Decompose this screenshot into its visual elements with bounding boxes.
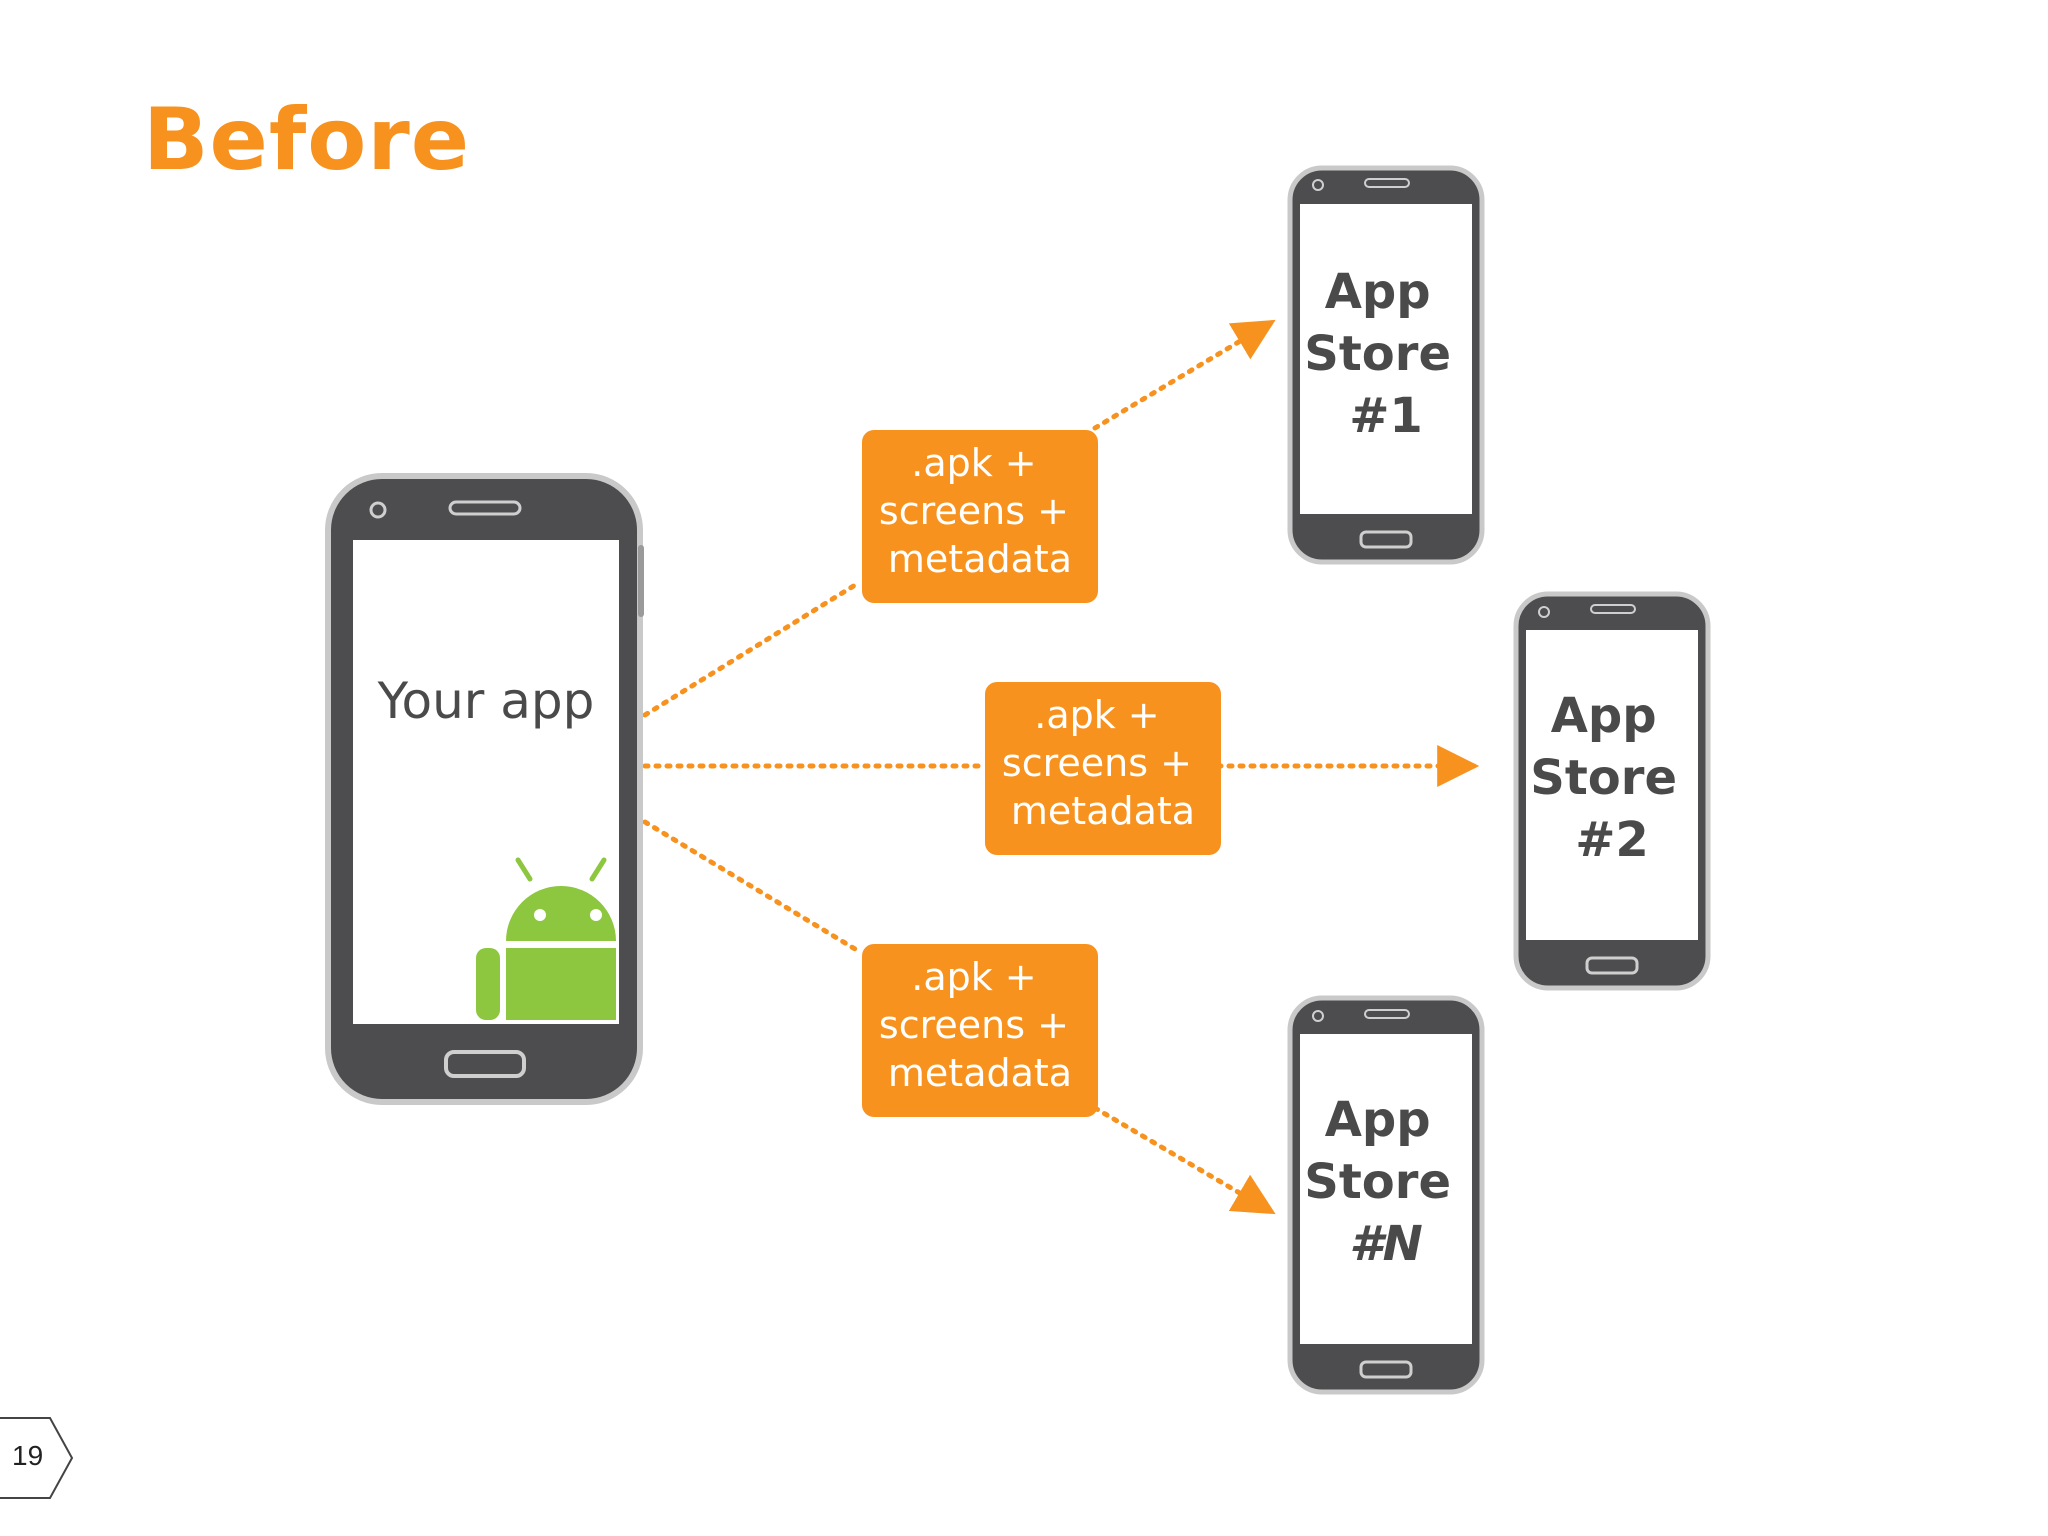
page-number: 19 bbox=[12, 1440, 44, 1471]
store-phone-screen bbox=[1526, 630, 1698, 940]
camera-icon bbox=[1538, 606, 1550, 618]
source-phone: Your app bbox=[325, 473, 644, 1105]
camera-icon bbox=[369, 501, 387, 519]
source-phone-screen bbox=[353, 540, 619, 1024]
store-label-line: #2 bbox=[1575, 812, 1649, 868]
speaker-slot bbox=[1590, 604, 1636, 614]
payload-label-line: .apk + bbox=[1034, 693, 1159, 737]
android-robot-icon bbox=[476, 857, 616, 1020]
payload-label-3: .apk + screens + metadata bbox=[862, 944, 1098, 1117]
svg-text:.apk + screens +: .apk + screens + metadata bbox=[879, 955, 1081, 1095]
svg-text:App Store #2: App Store #2 bbox=[1530, 688, 1693, 868]
connector-to-label-3 bbox=[642, 819, 863, 955]
slide-title: Before bbox=[143, 90, 471, 190]
store-phone-screen bbox=[1300, 204, 1472, 514]
connectors bbox=[642, 319, 1480, 1215]
store-phone-2: App Store #2 bbox=[1513, 591, 1711, 991]
payload-label-line: metadata bbox=[888, 1051, 1072, 1095]
page-number-tab bbox=[0, 1417, 74, 1499]
payload-label-line: screens + bbox=[879, 489, 1069, 533]
store-label-line: App bbox=[1325, 264, 1431, 320]
arrow-to-store-N bbox=[1092, 1105, 1276, 1215]
store-label-line: #1 bbox=[1349, 388, 1423, 444]
store-label-line: App bbox=[1325, 1092, 1431, 1148]
arrow-to-store-1 bbox=[1092, 319, 1276, 431]
svg-text:.apk + screens +: .apk + screens + metadata bbox=[1002, 693, 1204, 833]
payload-label-line: .apk + bbox=[911, 441, 1036, 485]
store-label-line: Store bbox=[1530, 750, 1677, 806]
camera-icon bbox=[1312, 1010, 1324, 1022]
payload-label-line: metadata bbox=[888, 537, 1072, 581]
payload-label-line: screens + bbox=[1002, 741, 1192, 785]
home-button bbox=[1585, 956, 1639, 975]
store-label-line: Store bbox=[1304, 1154, 1451, 1210]
home-button bbox=[1359, 1360, 1413, 1379]
speaker-slot bbox=[1364, 1009, 1410, 1019]
payload-label-1: .apk + screens + metadata bbox=[862, 430, 1098, 603]
speaker-slot bbox=[1364, 178, 1410, 188]
store-label-line: Store bbox=[1304, 326, 1451, 382]
payload-label-2: .apk + screens + metadata bbox=[985, 682, 1221, 855]
source-phone-label: Your app bbox=[377, 672, 595, 730]
speaker-slot bbox=[448, 500, 522, 516]
store-label-line: #N bbox=[1349, 1216, 1423, 1272]
payload-label-line: screens + bbox=[879, 1003, 1069, 1047]
store-phone-1: App Store #1 bbox=[1287, 165, 1485, 565]
payload-label-line: metadata bbox=[1011, 789, 1195, 833]
home-button bbox=[444, 1050, 526, 1078]
connector-to-label-1 bbox=[642, 579, 863, 718]
store-phone-screen bbox=[1300, 1034, 1472, 1344]
camera-icon bbox=[1312, 179, 1324, 191]
store-label-line: App bbox=[1551, 688, 1657, 744]
store-phone-N: App Store #N bbox=[1287, 995, 1485, 1395]
svg-text:App Store #1: App Store #1 bbox=[1304, 264, 1467, 444]
home-button bbox=[1359, 530, 1413, 549]
payload-label-line: .apk + bbox=[911, 955, 1036, 999]
svg-text:App Store #N: App Store #N bbox=[1304, 1092, 1467, 1272]
svg-text:.apk + screens +: .apk + screens + metadata bbox=[879, 441, 1081, 581]
